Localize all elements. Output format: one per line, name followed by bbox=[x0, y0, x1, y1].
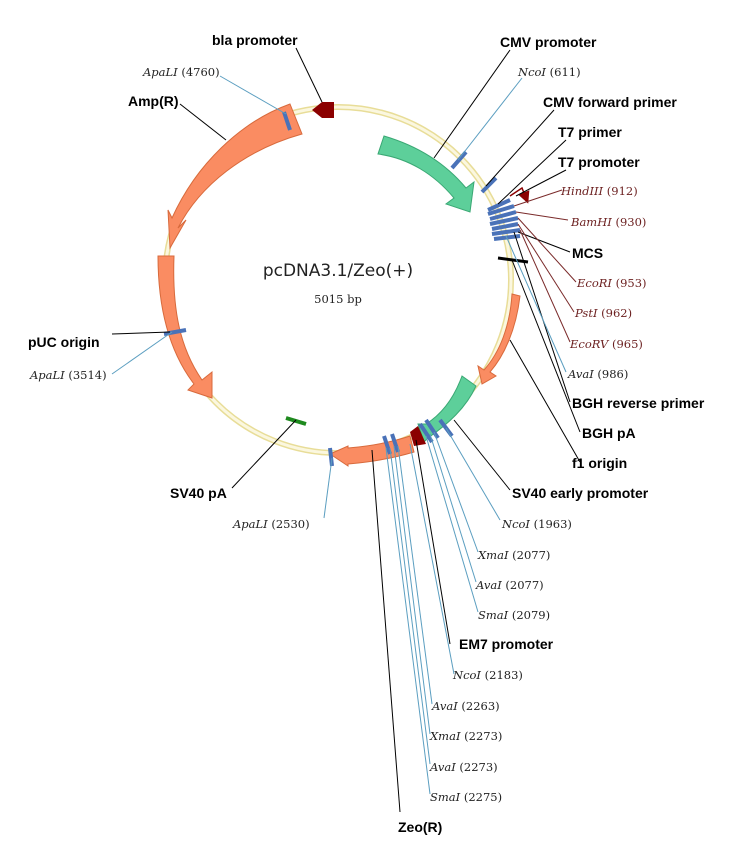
leader-avai-2273 bbox=[389, 447, 431, 765]
leader-t7prom bbox=[515, 169, 567, 197]
cmv-feature[interactable] bbox=[377, 135, 475, 213]
leader-avai-986 bbox=[505, 235, 567, 373]
label-bgh-reverse-primer: BGH reverse primer bbox=[572, 395, 705, 411]
leader-apali-3514 bbox=[111, 331, 173, 375]
tick-zeo-1 bbox=[382, 435, 392, 455]
leader-f1 bbox=[509, 339, 581, 463]
sv40e-feature[interactable] bbox=[417, 375, 477, 443]
tick-mcs-6 bbox=[491, 228, 521, 236]
leader-t7p bbox=[497, 139, 567, 205]
site-leaders bbox=[111, 75, 567, 795]
site-smai-2079: SmaI (2079) bbox=[478, 608, 550, 622]
site-ncoi-611: NcoI (611) bbox=[517, 65, 581, 79]
leader-ncoi-1963 bbox=[445, 427, 501, 521]
site-ncoi-2183: NcoI (2183) bbox=[452, 668, 523, 682]
leader-sv40pa bbox=[231, 419, 297, 489]
leader-mcs bbox=[517, 231, 571, 253]
label-t7-promoter: T7 promoter bbox=[558, 154, 640, 170]
leader-xmai-2273 bbox=[393, 445, 431, 735]
puc-feature[interactable] bbox=[157, 255, 213, 399]
site-avai-2273: AvaI (2273) bbox=[429, 760, 498, 774]
leader-hindiii bbox=[513, 189, 563, 207]
plasmid-name: pcDNA3.1/Zeo(+) bbox=[263, 261, 413, 281]
leader-bamhi bbox=[515, 211, 569, 221]
tick-ncoi-611 bbox=[450, 150, 468, 170]
site-psti-962: PstI (962) bbox=[574, 306, 632, 320]
leader-smai-2275 bbox=[385, 447, 431, 795]
site-bamhi-930: BamHI (930) bbox=[570, 215, 646, 229]
site-smai-2275: SmaI (2275) bbox=[430, 790, 502, 804]
leader-bla bbox=[295, 47, 323, 103]
site-xmai-2273: XmaI (2273) bbox=[429, 729, 502, 743]
tick-mcs-5 bbox=[491, 222, 519, 231]
bla-promoter-arrow[interactable] bbox=[312, 102, 334, 118]
tick-mcs-4 bbox=[489, 216, 519, 226]
leader-ncoi-611 bbox=[457, 77, 523, 161]
label-bgh-pa: BGH pA bbox=[582, 425, 636, 441]
leader-ecori bbox=[517, 217, 577, 283]
em7-promoter-arrow[interactable] bbox=[410, 426, 426, 446]
site-leaders-maroon bbox=[513, 189, 577, 343]
label-cmv-forward-primer: CMV forward primer bbox=[543, 94, 677, 110]
label-sv40-early-promoter: SV40 early promoter bbox=[512, 485, 649, 501]
label-zeo-r: Zeo(R) bbox=[398, 819, 442, 835]
label-mcs: MCS bbox=[572, 245, 603, 261]
label-f1-origin: f1 origin bbox=[572, 455, 627, 471]
leader-cmv bbox=[433, 49, 511, 159]
leader-em7 bbox=[415, 439, 451, 645]
site-hindiii-912: HindIII (912) bbox=[560, 184, 638, 198]
label-cmv-promoter: CMV promoter bbox=[500, 34, 597, 50]
tick-cmvfwd bbox=[480, 176, 498, 194]
tick-zeo-2 bbox=[390, 433, 400, 453]
leader-xmai-2077 bbox=[433, 431, 479, 553]
site-ncoi-1963: NcoI (1963) bbox=[501, 517, 572, 531]
leader-apali-2530 bbox=[323, 457, 333, 519]
tick-mcs-2 bbox=[487, 204, 515, 216]
leader-ncoi-2183 bbox=[409, 443, 455, 675]
tick-apali-3514 bbox=[163, 328, 187, 336]
sv40pa-feature[interactable] bbox=[285, 416, 307, 426]
leader-avai-2077 bbox=[429, 433, 477, 583]
label-puc-origin: pUC origin bbox=[28, 334, 100, 350]
leader-puc bbox=[111, 331, 171, 335]
label-sv40-pa: SV40 pA bbox=[170, 485, 227, 501]
leader-sv40e bbox=[453, 419, 511, 491]
leader-apali-4760 bbox=[219, 75, 287, 115]
site-ecori-953: EcoRI (953) bbox=[576, 276, 647, 290]
f1-feature[interactable] bbox=[477, 293, 521, 385]
feature-leaders bbox=[111, 47, 581, 813]
leader-psti bbox=[517, 223, 575, 313]
label-t7-primer: T7 primer bbox=[558, 124, 622, 140]
tick-mcs-3 bbox=[489, 210, 517, 221]
leader-amp bbox=[179, 103, 227, 141]
tick-mcs-1 bbox=[487, 198, 511, 212]
site-apali-3514: ApaLI (3514) bbox=[29, 368, 107, 382]
site-apali-4760: ApaLI (4760) bbox=[142, 65, 220, 79]
tick-sv40e-1 bbox=[418, 422, 434, 444]
leader-zeo bbox=[371, 449, 401, 813]
plasmid-size: 5015 bp bbox=[314, 292, 362, 306]
leader-smai-2079 bbox=[425, 435, 479, 613]
label-amp-r: Amp(R) bbox=[128, 93, 179, 109]
site-ecorv-965: EcoRV (965) bbox=[569, 337, 643, 351]
leader-cmvfwd bbox=[485, 109, 555, 187]
site-xmai-2077: XmaI (2077) bbox=[477, 548, 550, 562]
bghpa-feature[interactable] bbox=[497, 256, 529, 264]
site-avai-986: AvaI (986) bbox=[567, 367, 628, 381]
site-apali-2530: ApaLI (2530) bbox=[232, 517, 310, 531]
leader-avai-2263 bbox=[397, 445, 433, 705]
tick-sv40e-2 bbox=[424, 418, 440, 440]
label-bla-promoter: bla promoter bbox=[212, 32, 298, 48]
label-em7-promoter: EM7 promoter bbox=[459, 636, 554, 652]
tick-apali-4760 bbox=[282, 111, 292, 131]
leader-bgh bbox=[511, 259, 581, 433]
site-avai-2263: AvaI (2263) bbox=[431, 699, 500, 713]
leader-ecorv bbox=[519, 229, 571, 343]
amp-feature[interactable] bbox=[167, 103, 303, 250]
t7-promoter-arrow[interactable] bbox=[509, 186, 530, 204]
site-avai-2077: AvaI (2077) bbox=[475, 578, 544, 592]
